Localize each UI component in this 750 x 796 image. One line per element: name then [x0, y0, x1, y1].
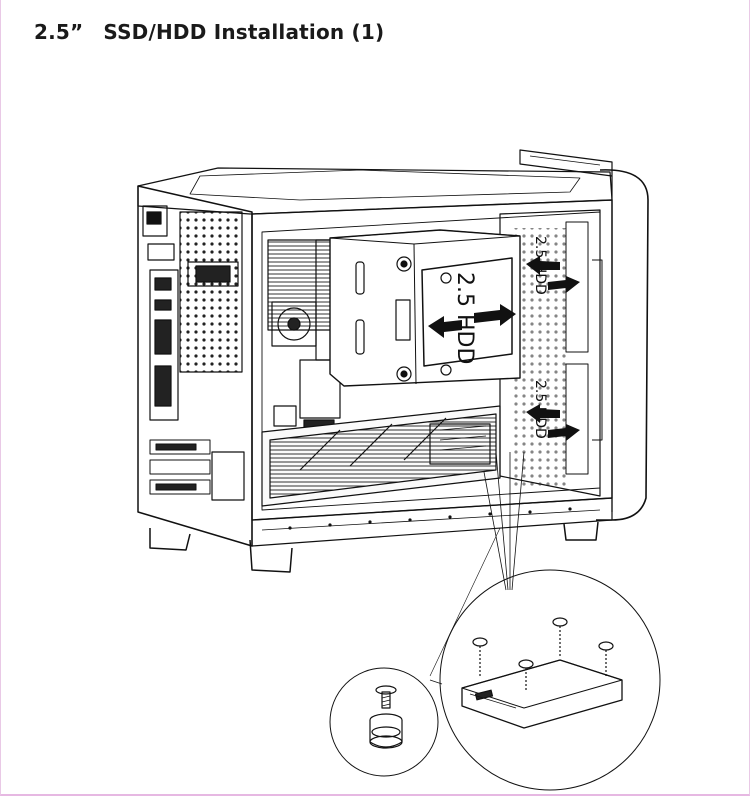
thumbscrew-grommet-detail	[329, 667, 443, 777]
page-title: 2.5” SSD/HDD Installation (1)	[34, 20, 384, 44]
drive-cage: 2.5 HDD	[329, 229, 521, 387]
ssd-screw-detail	[439, 569, 661, 791]
title-number: 2.5”	[34, 20, 84, 44]
callout-lines	[429, 451, 525, 677]
pc-case-line-art: 2.5 HDD 2.5 HDD 2.5 HDD	[137, 149, 649, 677]
direction-arrows	[428, 256, 580, 441]
tray-label: 2.5 HDD	[452, 272, 477, 364]
title-text: SSD/HDD Installation (1)	[103, 20, 385, 44]
